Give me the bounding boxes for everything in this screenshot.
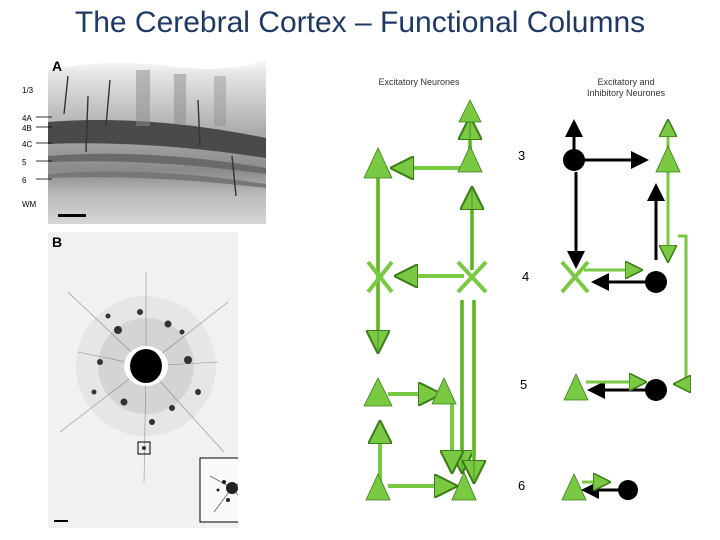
histology-image-b xyxy=(48,232,238,528)
layer-number-3: 3 xyxy=(518,148,526,163)
histology-b-graphic xyxy=(48,232,238,528)
mixed-heading-line1: Excitatory and xyxy=(597,77,655,87)
panel-a-label: A xyxy=(52,58,63,74)
inhibitory-pathways xyxy=(565,119,665,499)
layer-label-4a: 4A xyxy=(22,114,32,123)
slide-title: The Cerebral Cortex – Functional Columns xyxy=(74,6,646,39)
histology-a-graphic xyxy=(48,56,266,224)
mixed-heading-line2: Inhibitory Neurones xyxy=(586,88,666,98)
layer-label-wm: WM xyxy=(22,200,37,209)
layer-label-6: 6 xyxy=(22,176,27,185)
layer-label-4c: 4C xyxy=(22,140,33,149)
layer-label-4b: 4B xyxy=(22,124,32,133)
panel-b-label: B xyxy=(52,234,63,250)
layer-number-6: 6 xyxy=(518,478,526,493)
excitatory-pathways-mixed xyxy=(582,122,686,482)
inhibitory-cells xyxy=(563,149,667,500)
excitatory-heading: Excitatory Neurones xyxy=(378,77,460,87)
layer-number-5: 5 xyxy=(520,377,528,392)
layer-label-5: 5 xyxy=(22,158,27,167)
excitatory-pathways xyxy=(378,120,474,486)
excitatory-cells-mixed xyxy=(561,145,681,501)
excitatory-stellate-cell-mixed xyxy=(560,260,590,294)
layer-number-4: 4 xyxy=(522,269,530,284)
excitatory-cells xyxy=(363,99,483,501)
layer-label-1-3: 1/3 xyxy=(22,86,34,95)
histology-image-a xyxy=(48,56,266,224)
excitatory-stellate-cells xyxy=(366,260,488,294)
